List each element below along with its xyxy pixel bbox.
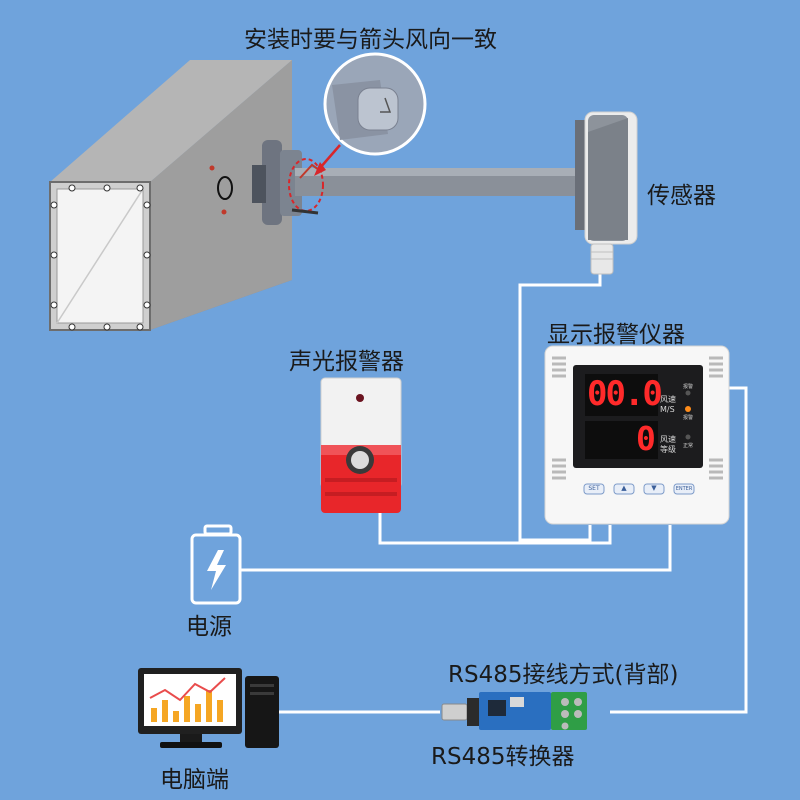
- computer-label: 电脑端: [160, 760, 229, 794]
- bottom-led-readout: 0: [636, 419, 656, 458]
- sensor-label: 传感器: [647, 176, 716, 210]
- probe: [252, 120, 590, 230]
- set-button[interactable]: SET: [584, 485, 604, 492]
- sound-light-alarm: [321, 378, 401, 513]
- computer: [138, 668, 279, 748]
- rs485-converter: [442, 692, 587, 730]
- rs485-wiring-label: RS485接线方式(背部): [448, 655, 678, 689]
- display-alarm-label: 显示报警仪器: [547, 315, 685, 349]
- bottom-unit-label-2: 等级: [660, 444, 676, 455]
- top-led-readout: 00.0: [587, 374, 661, 414]
- battery: [192, 526, 240, 603]
- indicator-alarm-1: 报警: [683, 383, 693, 390]
- enter-button[interactable]: ENTER: [674, 486, 694, 492]
- sound-light-alarm-label: 声光报警器: [289, 342, 404, 376]
- top-unit-label-1: 风速: [660, 394, 676, 405]
- down-button[interactable]: ▼: [644, 484, 664, 492]
- top-unit-label-2: M/S: [660, 405, 675, 414]
- sensor-box: [585, 112, 637, 274]
- indicator-alarm-2: 报警: [683, 414, 693, 421]
- indicator-normal: 正常: [683, 442, 693, 449]
- zoom-inset: [325, 54, 425, 154]
- converter-label: RS485转换器: [431, 737, 574, 771]
- up-button[interactable]: ▲: [614, 484, 634, 492]
- wire-power-to-display: [240, 525, 670, 570]
- power-label: 电源: [186, 607, 232, 641]
- install-note-label: 安装时要与箭头风向一致: [244, 20, 497, 54]
